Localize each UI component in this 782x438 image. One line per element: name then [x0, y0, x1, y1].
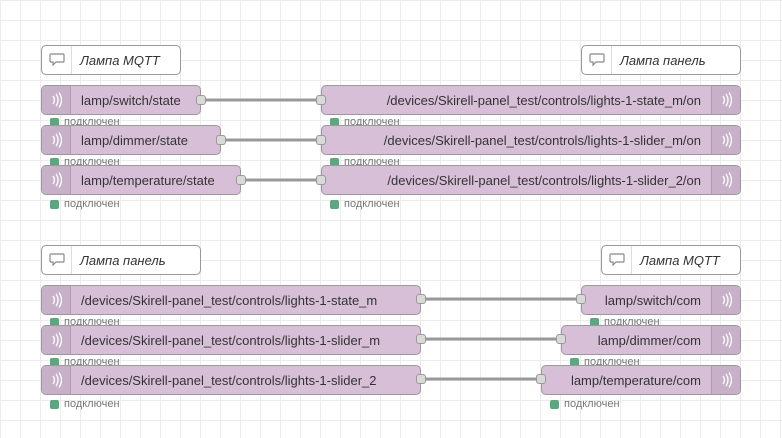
speech-bubble-icon [582, 46, 612, 74]
status-dot [330, 199, 339, 209]
output-port[interactable] [416, 334, 426, 344]
mqtt-signal-icon [711, 326, 740, 354]
speech-bubble-icon [42, 246, 72, 274]
mqtt-out-node[interactable]: /devices/Skirell-panel_test/controls/lig… [321, 85, 741, 115]
input-port[interactable] [536, 374, 546, 384]
status-dot [50, 117, 59, 127]
mqtt-signal-icon [711, 166, 740, 194]
node-label: lamp/temperature/com [570, 372, 701, 388]
mqtt-signal-icon [711, 86, 740, 114]
node-label: /devices/Skirell-panel_test/controls/lig… [387, 172, 701, 188]
mqtt-signal-icon [42, 366, 71, 394]
input-port[interactable] [556, 334, 566, 344]
input-port[interactable] [316, 135, 326, 145]
mqtt-out-node[interactable]: lamp/dimmer/com [561, 325, 741, 355]
mqtt-signal-icon [42, 286, 71, 314]
comment-node[interactable]: Лампа панель [581, 45, 741, 75]
status-dot [50, 199, 59, 209]
node-label: lamp/dimmer/com [597, 332, 701, 348]
status-text: подключен [564, 398, 620, 410]
status-dot [50, 357, 59, 367]
output-port[interactable] [236, 175, 246, 185]
mqtt-in-node[interactable]: lamp/switch/state [41, 85, 201, 115]
output-port[interactable] [196, 95, 206, 105]
mqtt-in-node[interactable]: lamp/temperature/state [41, 165, 241, 195]
node-label: /devices/Skirell-panel_test/controls/lig… [81, 332, 381, 348]
status-dot [50, 399, 59, 409]
speech-bubble-icon [602, 246, 632, 274]
mqtt-out-node[interactable]: /devices/Skirell-panel_test/controls/lig… [321, 125, 741, 155]
mqtt-in-node[interactable]: /devices/Skirell-panel_test/controls/lig… [41, 285, 421, 315]
comment-node[interactable]: Лампа панель [41, 245, 201, 275]
mqtt-in-node[interactable]: /devices/Skirell-panel_test/controls/lig… [41, 365, 421, 395]
comment-label: Лампа MQTT [640, 252, 720, 268]
status-dot [330, 117, 339, 127]
comment-label: Лампа панель [80, 252, 166, 268]
mqtt-signal-icon [42, 326, 71, 354]
status-indicator: подключен [330, 198, 400, 210]
comment-node[interactable]: Лампа MQTT [41, 45, 181, 75]
status-dot [50, 317, 59, 327]
node-label: /devices/Skirell-panel_test/controls/lig… [383, 132, 701, 148]
mqtt-out-node[interactable]: /devices/Skirell-panel_test/controls/lig… [321, 165, 741, 195]
node-label: /devices/Skirell-panel_test/controls/lig… [81, 292, 378, 308]
mqtt-signal-icon [711, 366, 740, 394]
mqtt-signal-icon [711, 126, 740, 154]
input-port[interactable] [316, 175, 326, 185]
comment-label: Лампа панель [620, 52, 706, 68]
status-text: подключен [64, 398, 120, 410]
status-dot [570, 357, 579, 367]
input-port[interactable] [576, 294, 586, 304]
status-text: подключен [344, 198, 400, 210]
output-port[interactable] [216, 135, 226, 145]
comment-node[interactable]: Лампа MQTT [601, 245, 741, 275]
mqtt-in-node[interactable]: lamp/dimmer/state [41, 125, 221, 155]
status-text: подключен [64, 198, 120, 210]
node-label: lamp/switch/state [81, 92, 181, 108]
mqtt-signal-icon [711, 286, 740, 314]
node-label: lamp/switch/com [604, 292, 701, 308]
node-label: /devices/Skirell-panel_test/controls/lig… [386, 92, 701, 108]
output-port[interactable] [416, 374, 426, 384]
status-dot [50, 157, 59, 167]
status-dot [330, 157, 339, 167]
mqtt-in-node[interactable]: /devices/Skirell-panel_test/controls/lig… [41, 325, 421, 355]
mqtt-signal-icon [42, 126, 71, 154]
mqtt-out-node[interactable]: lamp/temperature/com [541, 365, 741, 395]
node-label: /devices/Skirell-panel_test/controls/lig… [81, 372, 377, 388]
status-dot [550, 399, 559, 409]
speech-bubble-icon [42, 46, 72, 74]
status-indicator: подключен [550, 398, 620, 410]
node-label: lamp/dimmer/state [81, 132, 188, 148]
input-port[interactable] [316, 95, 326, 105]
status-indicator: подключен [50, 398, 120, 410]
mqtt-signal-icon [42, 166, 71, 194]
mqtt-signal-icon [42, 86, 71, 114]
status-dot [590, 317, 599, 327]
status-indicator: подключен [50, 198, 120, 210]
mqtt-out-node[interactable]: lamp/switch/com [581, 285, 741, 315]
comment-label: Лампа MQTT [80, 52, 160, 68]
node-label: lamp/temperature/state [81, 172, 215, 188]
output-port[interactable] [416, 294, 426, 304]
